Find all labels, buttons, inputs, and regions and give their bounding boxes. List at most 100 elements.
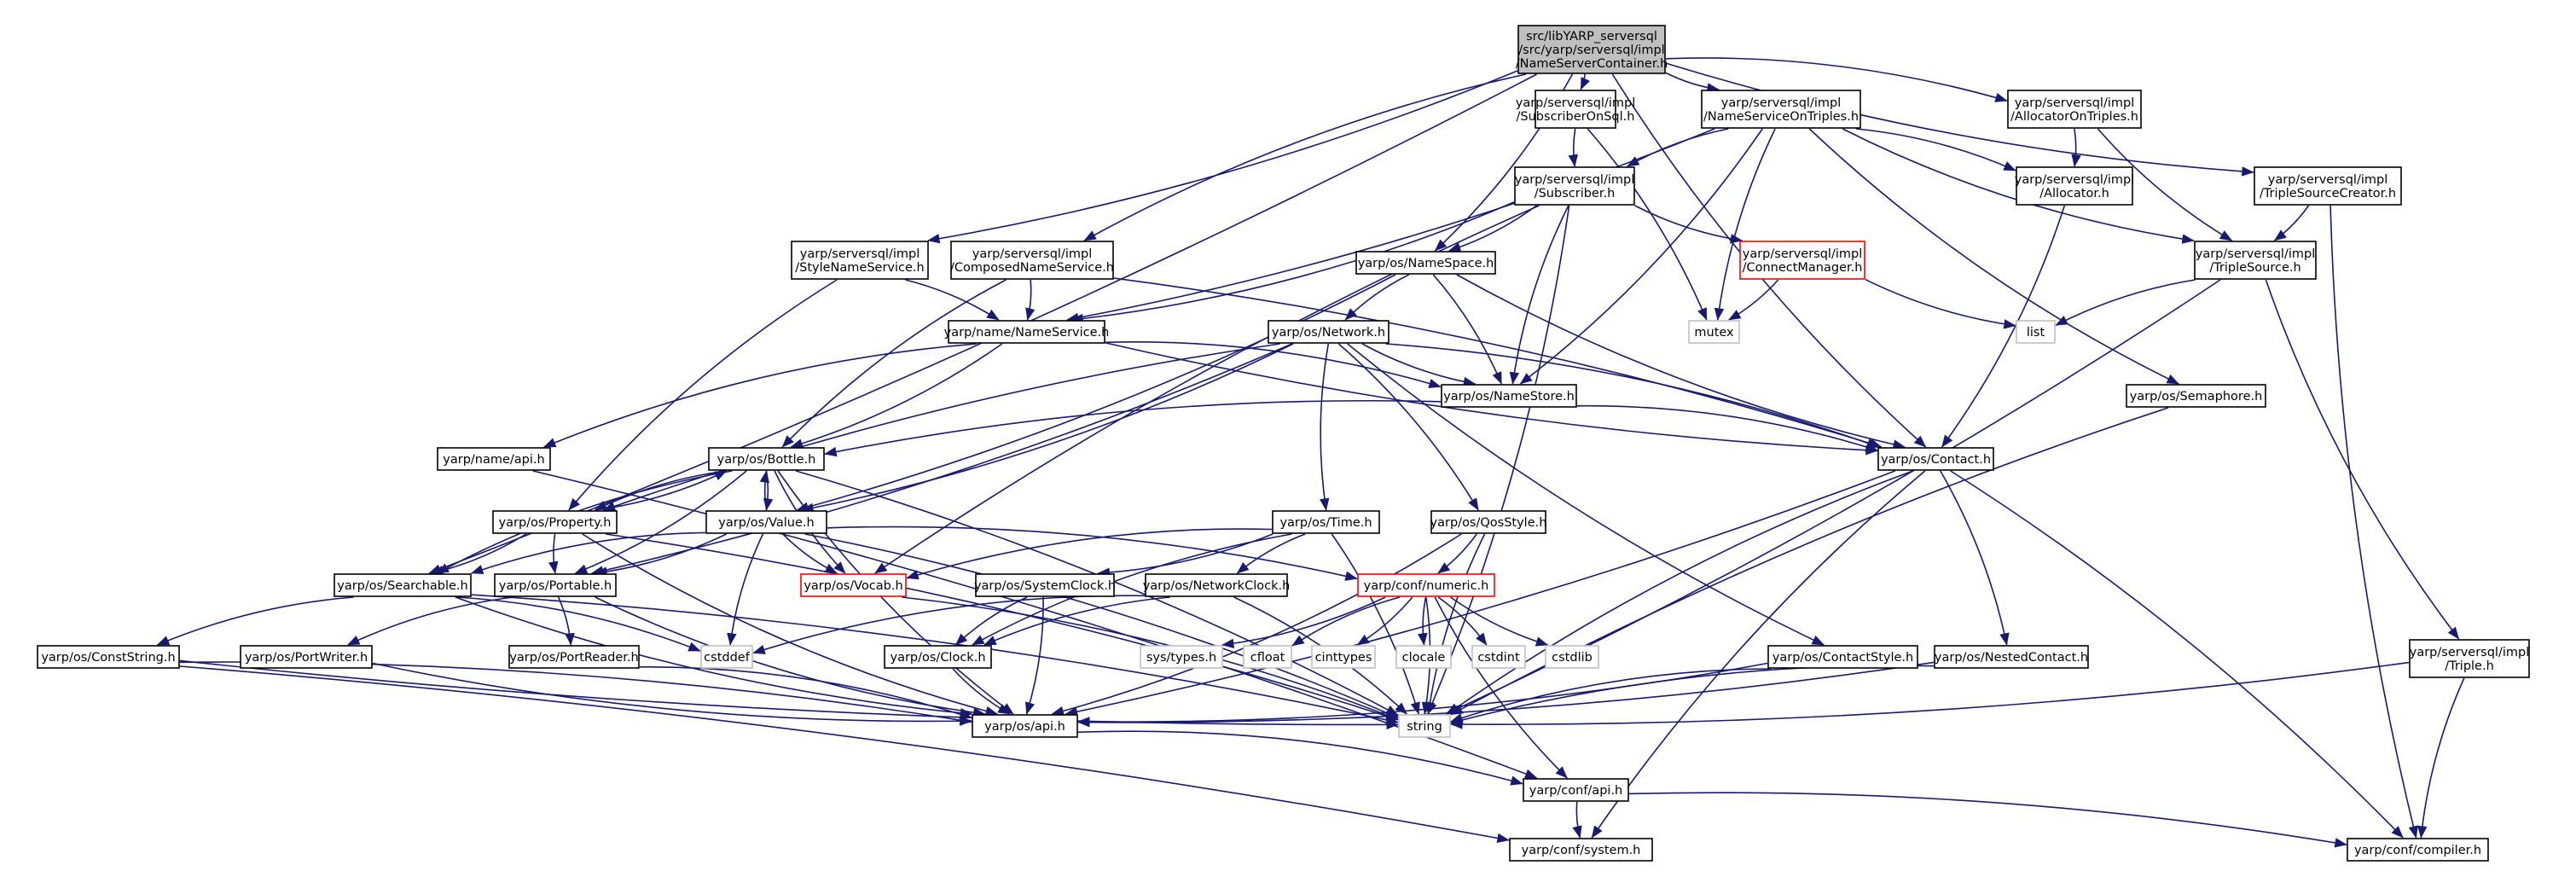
node-box-connectManager bbox=[1739, 241, 1865, 280]
node-nameApi[interactable]: yarp/name/api.h bbox=[437, 447, 551, 471]
node-label-nameApi-line0: yarp/name/api.h bbox=[443, 453, 544, 467]
edge-allocatorOnTriples-to-tripleSource bbox=[2097, 128, 2233, 241]
node-confSystem[interactable]: yarp/conf/system.h bbox=[1509, 838, 1653, 862]
edge-networkClock-to-clock bbox=[983, 596, 1170, 646]
node-clock[interactable]: yarp/os/Clock.h bbox=[884, 645, 992, 669]
node-box-confCompiler bbox=[2347, 838, 2489, 862]
node-confCompiler[interactable]: yarp/conf/compiler.h bbox=[2347, 838, 2489, 862]
edge-numeric-to-cstdint bbox=[1437, 596, 1488, 646]
edge-contact-to-osApi bbox=[1065, 470, 1895, 717]
node-box-osApi bbox=[972, 714, 1078, 738]
node-networkClock[interactable]: yarp/os/NetworkClock.h bbox=[1143, 573, 1291, 597]
node-nestedContact[interactable]: yarp/os/NestedContact.h bbox=[1934, 645, 2089, 669]
edge-time-to-systemClock bbox=[1097, 533, 1273, 578]
node-box-contact bbox=[1877, 447, 1994, 471]
node-nameSpace[interactable]: yarp/os/NameSpace.h bbox=[1355, 251, 1496, 275]
node-label-nameServiceOnTriples-line0: yarp/serversql/impl bbox=[1721, 96, 1841, 110]
edge-subscriber-to-nameService bbox=[1070, 201, 1515, 324]
node-label-vocab-line0: yarp/os/Vocab.h bbox=[804, 579, 902, 593]
node-label-constString-line0: yarp/os/ConstString.h bbox=[41, 651, 175, 665]
edge-contactStyle-to-string bbox=[1450, 668, 1771, 723]
node-systemClock[interactable]: yarp/os/SystemClock.h bbox=[974, 573, 1116, 597]
node-allocator[interactable]: yarp/serversql/impl/Allocator.h bbox=[2015, 166, 2134, 206]
node-box-contactStyle bbox=[1767, 645, 1918, 669]
edge-property-to-portable bbox=[548, 533, 559, 574]
node-vocab[interactable]: yarp/os/Vocab.h bbox=[800, 573, 907, 597]
node-cinttypes: cinttypes bbox=[1311, 645, 1376, 669]
node-nameServiceOnTriples[interactable]: yarp/serversql/impl/NameServiceOnTriples… bbox=[1701, 90, 1861, 129]
edge-connectManager-to-mutex bbox=[1728, 279, 1779, 321]
node-box-tripleSource bbox=[2194, 241, 2317, 280]
node-subscriberOnSql[interactable]: yarp/serversql/impl/SubscriberOnSql.h bbox=[1516, 90, 1635, 129]
node-network[interactable]: yarp/os/Network.h bbox=[1268, 320, 1390, 344]
node-searchable[interactable]: yarp/os/Searchable.h bbox=[334, 573, 472, 597]
node-label-numeric-line0: yarp/conf/numeric.h bbox=[1364, 579, 1489, 593]
edge-value-to-bottle bbox=[759, 470, 770, 511]
node-allocatorOnTriples[interactable]: yarp/serversql/impl/AllocatorOnTriples.h bbox=[2007, 90, 2142, 129]
edge-nameServiceOnTriples-to-subscriber bbox=[1627, 128, 1729, 167]
node-property[interactable]: yarp/os/Property.h bbox=[492, 510, 618, 534]
node-box-cstdlib bbox=[1545, 645, 1599, 669]
node-triple[interactable]: yarp/serversql/impl/Triple.h bbox=[2409, 639, 2530, 678]
edge-subscriber-to-nameSpace bbox=[1448, 205, 1537, 253]
node-styleNameService[interactable]: yarp/serversql/impl/StyleNameService.h bbox=[791, 241, 929, 280]
node-composedNameService[interactable]: yarp/serversql/impl/ComposedNameService.… bbox=[950, 241, 1114, 280]
node-box-list bbox=[2016, 320, 2056, 344]
node-label-semaphore-line0: yarp/os/Semaphore.h bbox=[2130, 390, 2263, 404]
edge-nameSpace-to-contact bbox=[1456, 274, 1906, 450]
node-tripleSource[interactable]: yarp/serversql/impl/TripleSource.h bbox=[2194, 241, 2317, 280]
node-box-semaphore bbox=[2126, 384, 2266, 408]
node-time[interactable]: yarp/os/Time.h bbox=[1272, 510, 1380, 534]
node-label-time-line0: yarp/os/Time.h bbox=[1279, 516, 1372, 530]
edge-systemClock-to-clock bbox=[954, 596, 1028, 646]
node-box-root bbox=[1517, 25, 1666, 74]
node-constString[interactable]: yarp/os/ConstString.h bbox=[37, 645, 180, 669]
node-box-networkClock bbox=[1145, 573, 1288, 597]
edge-nameStore-to-bottle bbox=[824, 399, 1442, 457]
node-nameStore[interactable]: yarp/os/NameStore.h bbox=[1441, 384, 1577, 408]
edge-nameServiceOnTriples-to-nameService bbox=[1066, 128, 1715, 323]
node-portReader[interactable]: yarp/os/PortReader.h bbox=[508, 645, 640, 669]
node-box-clocale bbox=[1395, 645, 1452, 669]
edge-composedNameService-to-nameService bbox=[1025, 279, 1036, 321]
node-box-vocab bbox=[800, 573, 907, 597]
node-label-clocale-line0: clocale bbox=[1402, 651, 1446, 665]
edge-searchable-to-constString bbox=[156, 596, 354, 646]
node-box-value bbox=[705, 510, 827, 534]
node-label-confSystem-line0: yarp/conf/system.h bbox=[1522, 844, 1641, 857]
edge-root-to-composedNameService bbox=[1083, 73, 1527, 241]
node-confApi[interactable]: yarp/conf/api.h bbox=[1523, 778, 1629, 802]
node-portable[interactable]: yarp/os/Portable.h bbox=[494, 573, 617, 597]
edge-root-to-tripleSourceCreator bbox=[1665, 62, 2254, 177]
node-osApi[interactable]: yarp/os/api.h bbox=[972, 714, 1078, 738]
node-label-composedNameService-line0: yarp/serversql/impl bbox=[972, 247, 1092, 261]
node-qosStyle[interactable]: yarp/os/QosStyle.h bbox=[1430, 510, 1547, 534]
node-tripleSourceCreator[interactable]: yarp/serversql/impl/TripleSourceCreator.… bbox=[2254, 166, 2402, 206]
node-subscriber[interactable]: yarp/serversql/impl/Subscriber.h bbox=[1514, 166, 1635, 206]
node-box-nameStore bbox=[1441, 384, 1577, 408]
node-box-nameApi bbox=[437, 447, 551, 471]
node-label-root-line2: /NameServerContainer.h bbox=[1516, 57, 1668, 71]
node-semaphore[interactable]: yarp/os/Semaphore.h bbox=[2126, 384, 2266, 408]
node-sysTypes: sys/types.h bbox=[1140, 645, 1223, 669]
node-contactStyle[interactable]: yarp/os/ContactStyle.h bbox=[1767, 645, 1918, 669]
edge-searchable-to-osApi bbox=[455, 596, 973, 718]
node-bottle[interactable]: yarp/os/Bottle.h bbox=[708, 447, 825, 471]
node-numeric[interactable]: yarp/conf/numeric.h bbox=[1357, 573, 1495, 597]
node-label-connectManager-line0: yarp/serversql/impl bbox=[1743, 247, 1862, 261]
node-box-nameServiceOnTriples bbox=[1701, 90, 1861, 129]
edge-network-to-property bbox=[602, 343, 1280, 511]
node-contact[interactable]: yarp/os/Contact.h bbox=[1877, 447, 1994, 471]
node-root[interactable]: src/libYARP_serversql/src/yarp/serversql… bbox=[1516, 25, 1668, 74]
edge-bottle-to-property bbox=[594, 470, 727, 511]
node-box-mutex bbox=[1688, 320, 1740, 344]
node-portWriter[interactable]: yarp/os/PortWriter.h bbox=[240, 645, 373, 669]
node-connectManager[interactable]: yarp/serversql/impl/ConnectManager.h bbox=[1739, 241, 1865, 280]
node-mutex: mutex bbox=[1688, 320, 1740, 344]
node-label-mutex-line0: mutex bbox=[1694, 326, 1734, 340]
node-label-nameService-line0: yarp/name/NameService.h bbox=[944, 326, 1110, 340]
node-label-nameSpace-line0: yarp/os/NameSpace.h bbox=[1358, 257, 1494, 270]
node-nameService[interactable]: yarp/name/NameService.h bbox=[944, 320, 1110, 344]
node-value[interactable]: yarp/os/Value.h bbox=[705, 510, 827, 534]
